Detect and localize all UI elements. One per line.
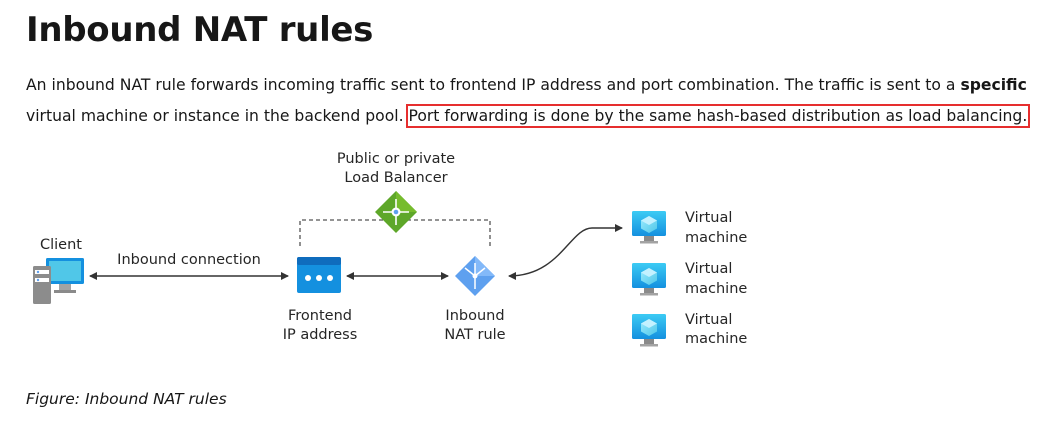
nat-rule-icon [455,256,495,296]
paragraph-bold-specific: specific [960,76,1027,94]
load-balancer-label-line2: Load Balancer [344,170,447,186]
figure-caption: Figure: Inbound NAT rules [26,390,227,408]
highlighted-sentence: Port forwarding is done by the same hash… [405,104,1031,128]
inbound-connection-label: Inbound connection [117,252,261,268]
load-balancer-label-line1: Public or private [337,151,455,167]
virtual-machine-icon [632,211,666,244]
vm-3-label-line1: Virtual [685,312,732,328]
intro-paragraph: An inbound NAT rule forwards incoming tr… [26,70,1056,132]
load-balancer-icon [375,191,417,233]
client-label: Client [40,237,82,253]
nat-to-vm-arrow [508,224,623,280]
vm-2-label-line1: Virtual [685,261,732,277]
frontend-label-line1: Frontend [288,308,352,324]
client-computer-icon [33,258,84,304]
virtual-machine-icon [632,314,666,347]
page-title: Inbound NAT rules [26,10,374,50]
frontend-label-line2: IP address [283,327,358,343]
nat-rule-label-line1: Inbound [445,308,504,324]
virtual-machine-icon [632,263,666,296]
vm-2-label-line2: machine [685,281,747,297]
vm-1-label-line1: Virtual [685,210,732,226]
paragraph-text-2: virtual machine or instance in the backe… [26,107,409,125]
vm-1-label-line2: machine [685,230,747,246]
paragraph-text-1: An inbound NAT rule forwards incoming tr… [26,76,961,94]
nat-rule-label-line2: NAT rule [444,327,505,343]
frontend-ip-icon [297,257,341,293]
inbound-nat-diagram: Public or private Load Balancer Client I… [33,151,747,347]
vm-3-label-line2: machine [685,331,747,347]
